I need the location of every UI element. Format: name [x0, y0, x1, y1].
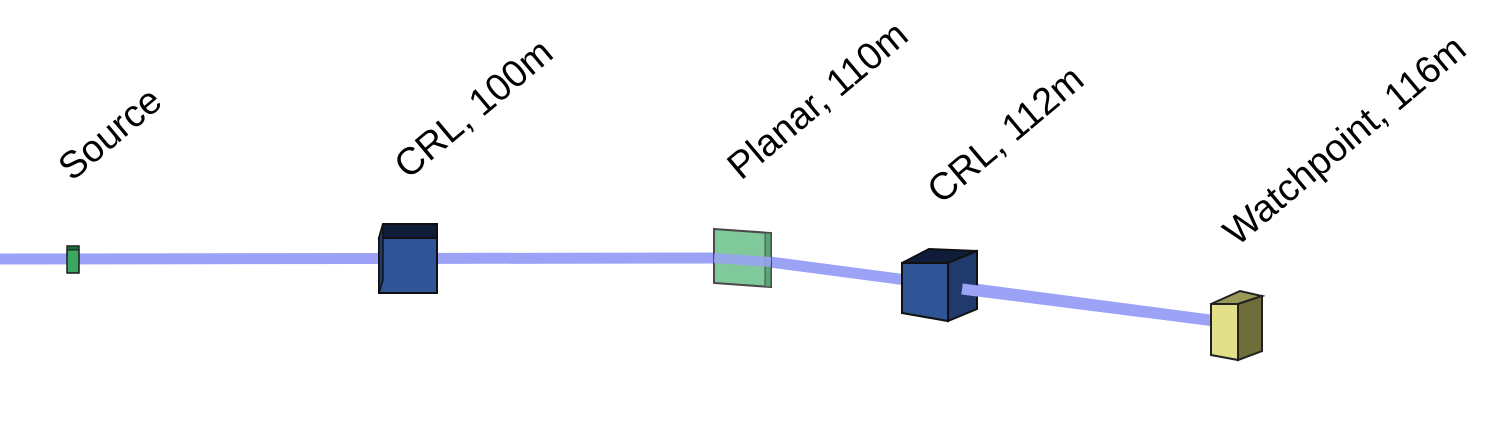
- source-element: [66, 245, 80, 274]
- crl-100m-element: [377, 223, 438, 294]
- label-watchpoint-116m: Watchpoint, 116m: [1216, 28, 1474, 254]
- beam-overlay-planar: [713, 253, 772, 267]
- watchpoint-116m-element: [1210, 289, 1266, 362]
- label-crl-112m: CRL, 112m: [920, 58, 1092, 212]
- crl-112m-element: [901, 247, 978, 323]
- beam-path: [0, 252, 1226, 328]
- label-crl-100m: CRL, 100m: [387, 31, 561, 187]
- beam-overlay-crl112: [961, 283, 1216, 327]
- label-planar-110m: Planar, 110m: [720, 14, 916, 188]
- beam-segment-1: [0, 252, 741, 265]
- label-source: Source: [51, 79, 170, 189]
